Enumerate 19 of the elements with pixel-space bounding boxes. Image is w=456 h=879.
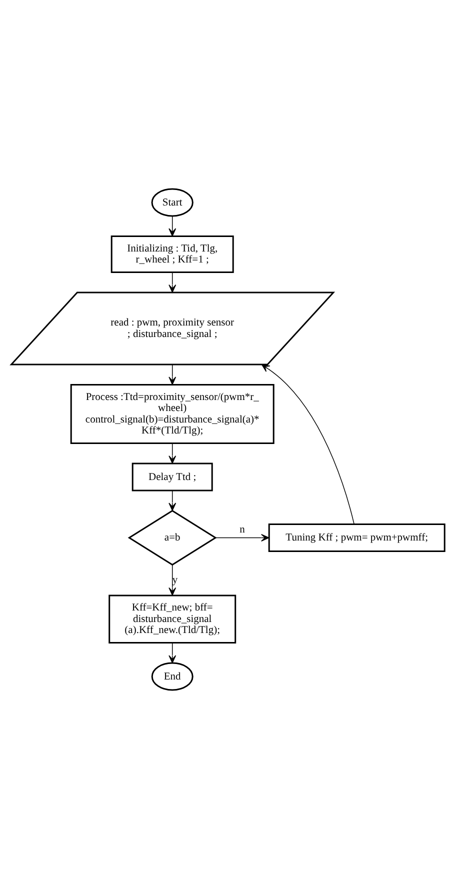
node-box: Process :Ttd=proximity_sensor/(pwm*r_ wheel) control_signal(b)=disturbance_signal(a)* Kff*(Tld/Tlg);: [70, 384, 274, 444]
node-ellipse: End: [151, 662, 194, 691]
node-ellipse: Start: [151, 188, 194, 217]
node-box: Initializing : Tid, Tlg, r_wheel ; Kff=1 ;: [110, 236, 234, 273]
arrow: [168, 272, 176, 293]
arrow: [168, 442, 176, 464]
edge-label: y: [172, 574, 178, 586]
node-box: Delay Ttd ;: [132, 462, 213, 492]
arrow: [261, 364, 354, 524]
node-diamond: a=b: [128, 510, 217, 566]
arrow: [168, 642, 176, 664]
arrow: [168, 364, 176, 385]
arrow: [168, 216, 176, 236]
edge-label: n: [240, 524, 245, 536]
arrow: [215, 534, 270, 542]
node-box: Kff=Kff_new; bff= disturbance_signal (a).Kff_new.(Tld/Tlg);: [108, 594, 236, 644]
arrow: [168, 490, 176, 511]
arrow: [168, 564, 176, 596]
node-box: Tuning Kff ; pwm= pwm+pwmff;: [268, 524, 446, 552]
